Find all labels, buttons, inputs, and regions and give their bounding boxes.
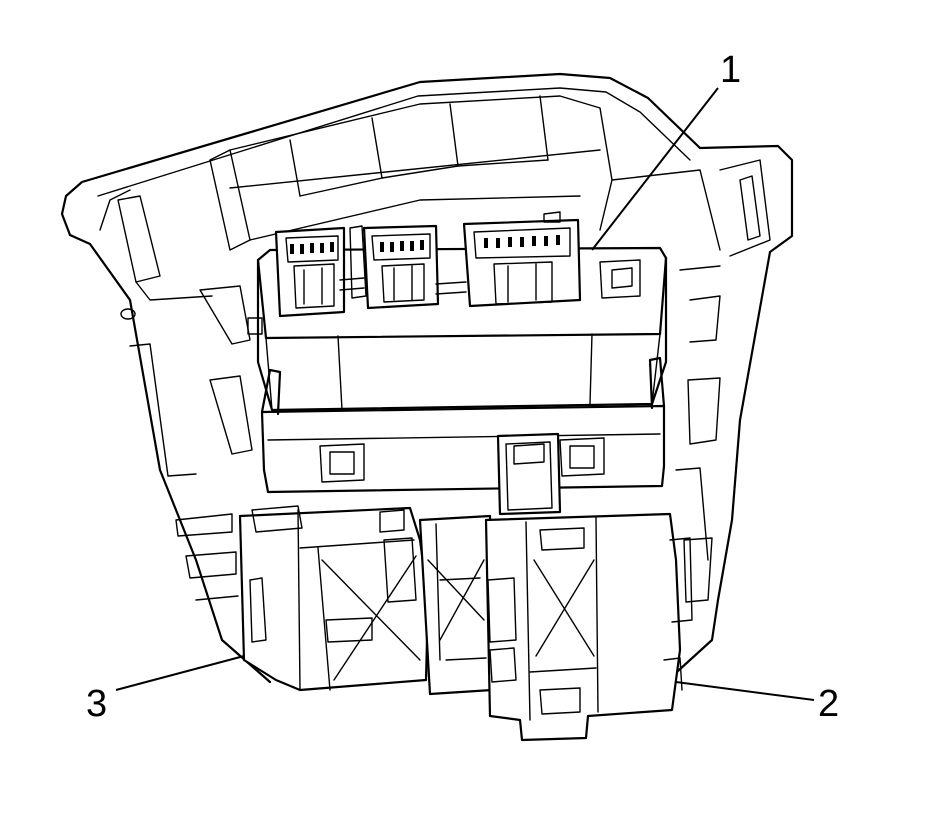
callout-label-2: 2 <box>818 683 839 725</box>
callout-leaders <box>115 87 815 701</box>
leader-1 <box>591 87 719 251</box>
callout-label-1: 1 <box>720 49 741 91</box>
left-bracket <box>238 505 430 692</box>
control-module <box>247 211 668 412</box>
module-tray <box>260 356 666 516</box>
right-bracket <box>484 512 693 742</box>
leader-2 <box>675 681 815 701</box>
callout-label-3: 3 <box>86 683 107 725</box>
housing-frame <box>60 72 794 684</box>
center-insert <box>418 514 494 696</box>
connector-c <box>462 211 582 308</box>
leader-3 <box>115 655 245 691</box>
connector-b <box>349 224 440 310</box>
connector-a <box>274 226 346 318</box>
